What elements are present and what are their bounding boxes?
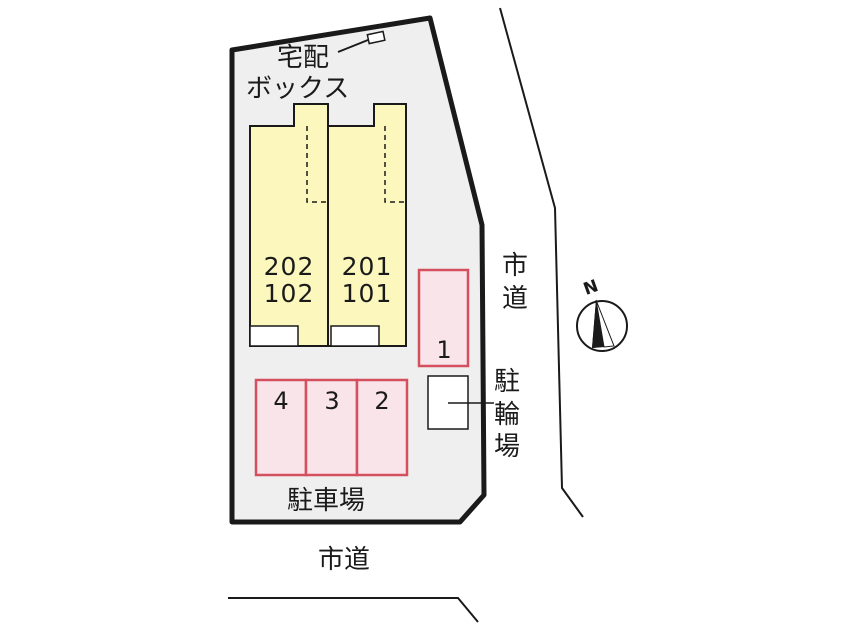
parking-space-1-label: 1 (436, 336, 452, 364)
parking-space-1 (417, 268, 470, 368)
bicycle-parking-char-2: 輪 (493, 399, 520, 430)
parking-space-3-label: 3 (324, 387, 340, 415)
parking-space-2 (355, 378, 409, 477)
parking-lot-label: 駐車場 (287, 486, 366, 516)
unit-label-201: 201 (341, 252, 393, 281)
bicycle-parking-char-1: 駐 (493, 367, 520, 397)
delivery-box-label-line2: ボックス (246, 74, 350, 104)
unit-label-101: 101 (341, 279, 393, 308)
compass-icon (576, 299, 628, 352)
parking-space-3 (304, 378, 359, 477)
bicycle-parking-char-3: 場 (493, 432, 520, 462)
parking-space-2-label: 2 (374, 387, 390, 415)
east-road-edge-left (499, 7, 584, 518)
east-road-char-1: 市 (501, 251, 528, 281)
east-road-label: 市 道 (500, 250, 530, 315)
bicycle-parking-label: 駐 輪 場 (492, 366, 522, 464)
parking-space-4-label: 4 (273, 387, 289, 415)
building-left (249, 103, 329, 347)
south-road-label: 市道 (318, 545, 371, 575)
parking-space-4 (254, 378, 308, 477)
building-right-porch (330, 325, 380, 347)
east-road-char-2: 道 (501, 283, 528, 314)
building-left-porch (249, 325, 299, 347)
south-road-edge (228, 597, 479, 623)
delivery-box (366, 30, 386, 45)
unit-label-202: 202 (263, 252, 315, 281)
delivery-box-label-line1: 宅配 (277, 43, 330, 73)
unit-label-102: 102 (263, 279, 315, 308)
building-right (327, 103, 407, 347)
delivery-box-leader (337, 39, 369, 53)
